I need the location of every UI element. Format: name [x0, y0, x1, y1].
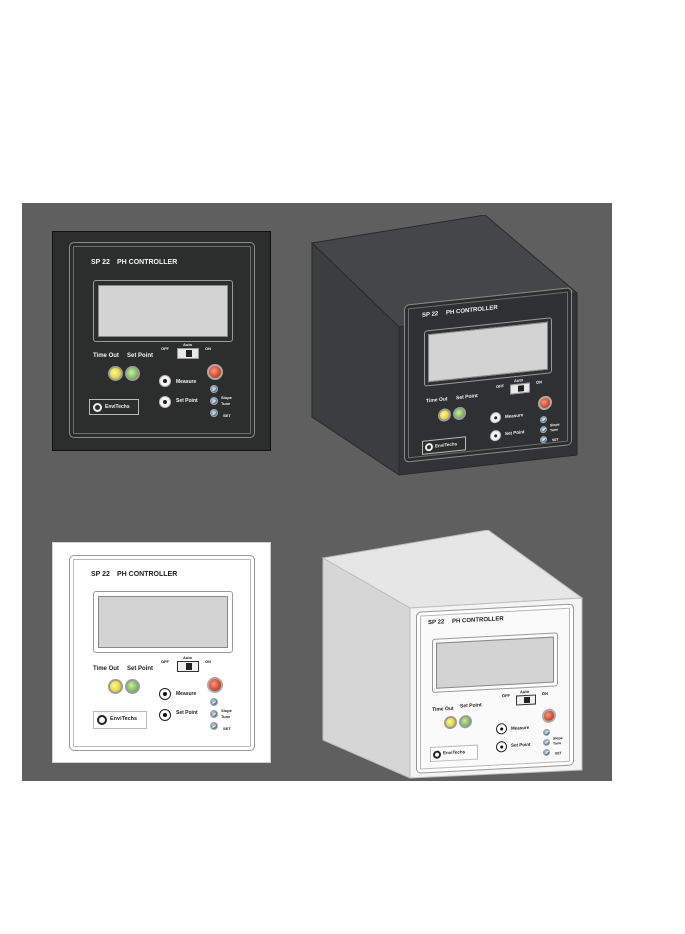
- set-point-button-label: Set Point: [176, 398, 198, 404]
- time-out-label: Time Out: [93, 353, 119, 359]
- model-label: SP 22: [91, 571, 110, 578]
- logo-mark-icon: [433, 749, 441, 759]
- knob-icon[interactable]: [210, 385, 218, 393]
- brand-name: EnviTechs: [105, 403, 130, 410]
- display-frame: [93, 591, 233, 653]
- set-point-button-label: Set Point: [511, 741, 531, 748]
- logo-mark-icon: [97, 715, 107, 725]
- off-label: OFF: [502, 692, 510, 699]
- set-point-button-label: Set Point: [176, 710, 198, 716]
- set-point-button[interactable]: [159, 709, 171, 721]
- on-label: ON: [536, 379, 542, 385]
- brand-name: EnviTechs: [110, 716, 138, 723]
- knob-icon[interactable]: [210, 710, 218, 718]
- set-point-led: [125, 366, 140, 381]
- off-label: OFF: [161, 346, 169, 351]
- measure-label: Measure: [176, 379, 197, 385]
- slope-label: Slope: [221, 708, 232, 713]
- mode-switch[interactable]: [177, 348, 199, 359]
- knob-icon[interactable]: [210, 722, 218, 730]
- brand-logo: EnviTechs: [89, 399, 139, 415]
- tune-label: Tune: [221, 714, 231, 719]
- set-label: SET: [552, 437, 559, 443]
- tune-label: Tune: [550, 427, 559, 433]
- lcd-display: [98, 596, 228, 648]
- mode-switch[interactable]: [510, 382, 530, 395]
- product-views-canvas: SP 22 PH CONTROLLER OFF Auto ON Time Out…: [22, 203, 612, 781]
- set-point-button[interactable]: [159, 396, 171, 408]
- model-label: SP 22: [428, 619, 445, 627]
- off-label: OFF: [496, 383, 504, 390]
- set-label: SET: [223, 726, 231, 731]
- mode-switch[interactable]: [516, 694, 536, 706]
- tune-label: Tune: [221, 401, 231, 406]
- set-point-label: Set Point: [127, 353, 154, 359]
- slope-label: Slope: [221, 395, 232, 400]
- auto-label: Auto: [520, 688, 530, 695]
- status-led: [207, 364, 223, 380]
- time-out-label: Time Out: [432, 705, 454, 713]
- knob-icon[interactable]: [210, 409, 218, 417]
- light-front-panel: SP 22 PH CONTROLLER OFF Auto ON Time Out…: [52, 542, 271, 763]
- set-point-label: Set Point: [460, 702, 482, 710]
- set-label: SET: [223, 413, 231, 418]
- model-label: SP 22: [91, 259, 110, 266]
- on-label: ON: [542, 690, 548, 697]
- controller-title: PH CONTROLLER: [117, 571, 178, 578]
- measure-button[interactable]: [159, 375, 171, 387]
- time-out-led: [108, 366, 123, 381]
- dark-front-panel: SP 22 PH CONTROLLER OFF Auto ON Time Out…: [52, 231, 271, 451]
- set-point-label: Set Point: [127, 666, 154, 672]
- logo-mark-icon: [93, 402, 102, 412]
- lcd-display: [436, 636, 554, 689]
- knob-icon[interactable]: [210, 397, 218, 405]
- on-label: ON: [205, 659, 211, 664]
- mode-switch[interactable]: [177, 661, 199, 672]
- time-out-led: [108, 679, 123, 694]
- measure-label: Measure: [511, 724, 530, 731]
- measure-label: Measure: [176, 691, 197, 697]
- lcd-display: [98, 285, 228, 337]
- status-led: [207, 677, 223, 693]
- brand-name: EnviTechs: [443, 749, 466, 756]
- tune-label: Tune: [553, 741, 562, 746]
- panel-bezel: [69, 242, 255, 438]
- measure-button[interactable]: [159, 688, 171, 700]
- light-cube-view: SP 22 PH CONTROLLER OFF Auto ON Time Out…: [320, 530, 590, 780]
- on-label: ON: [205, 346, 211, 351]
- set-point-led: [125, 679, 140, 694]
- auto-label: Auto: [183, 655, 193, 660]
- dark-cube-front-panel: SP 22 PH CONTROLLER OFF Auto ON Time Out…: [402, 267, 577, 470]
- time-out-label: Time Out: [93, 666, 119, 672]
- slope-label: Slope: [553, 736, 563, 741]
- brand-logo: EnviTechs: [93, 711, 147, 729]
- off-label: OFF: [161, 659, 169, 664]
- brand-name: EnviTechs: [435, 440, 458, 449]
- light-cube-front-panel: SP 22 PH CONTROLLER OFF Auto ON Time Out…: [412, 591, 580, 776]
- set-label: SET: [555, 751, 562, 756]
- auto-label: Auto: [183, 342, 193, 347]
- logo-mark-icon: [425, 442, 433, 452]
- dark-cube-view: SP 22 PH CONTROLLER OFF Auto ON Time Out…: [307, 215, 587, 480]
- controller-title: PH CONTROLLER: [117, 259, 178, 266]
- panel-bezel: [69, 555, 255, 751]
- display-frame: [93, 280, 233, 342]
- brand-logo: EnviTechs: [430, 744, 478, 763]
- knob-icon[interactable]: [210, 698, 218, 706]
